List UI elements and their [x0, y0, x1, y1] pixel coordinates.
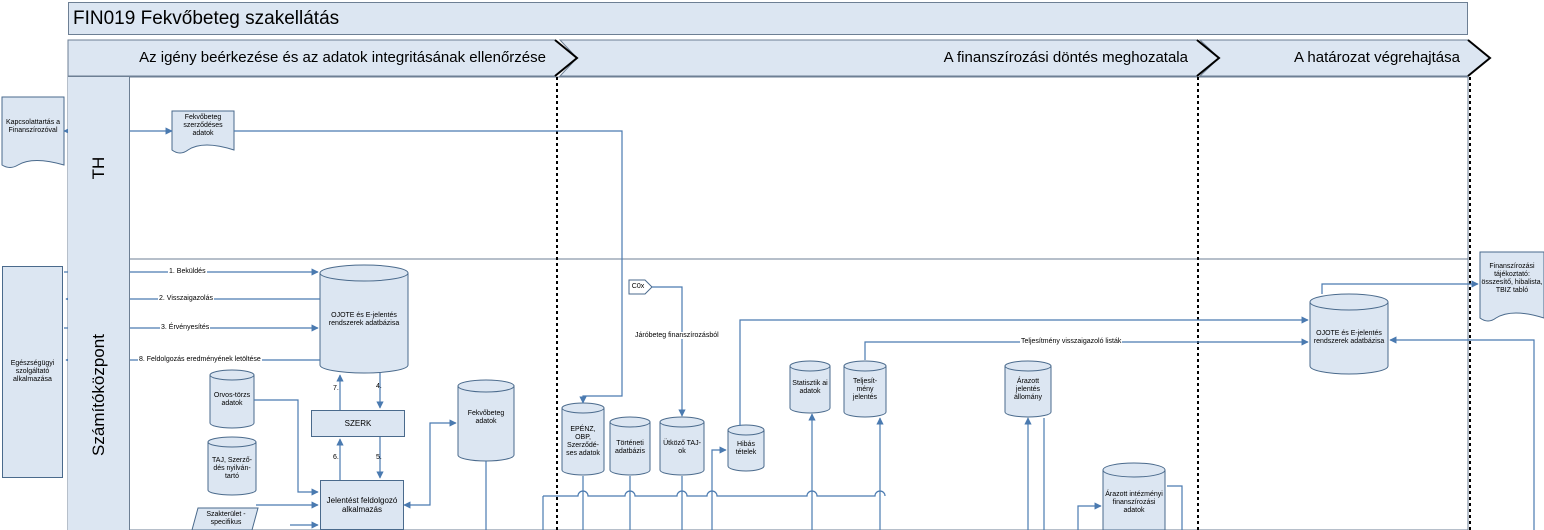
doc-tajekoztato	[1479, 251, 1544, 322]
db-shapes	[207, 264, 1389, 530]
lane-szamitokozpont: Számítóközpont	[68, 259, 130, 530]
lane-th-label: TH	[88, 156, 108, 180]
flow-step-6: 6.	[333, 454, 339, 461]
flow-visszaigazolas: 2. Visszaigazolás	[158, 295, 214, 302]
doc-tajekoztato-label: Finanszírozási tájékoztató: összesítő, h…	[1481, 262, 1543, 295]
flow-bekuldes: 1. Beküldés	[168, 268, 207, 275]
db-hibas: Hibás tételek	[735, 440, 757, 456]
diagram-title: FIN019 Fekvőbeteg szakellátás	[68, 2, 1468, 35]
lane-th: TH	[68, 77, 130, 259]
db-arazott-intezmenyi: Árazott intézményi finanszírozási adatok	[1105, 490, 1163, 515]
flow-feldolgozas: 8. Feldolgozás eredményének letöltése	[138, 356, 262, 363]
phase-3-label: A határozat végrehajtása	[1294, 49, 1460, 66]
external-finanszirozo: Kapcsolattartás a Finanszírozóval	[5, 118, 61, 134]
db-statisztikai: Statisztik ai adatok	[792, 379, 828, 395]
db-epenz: EPÉNZ, OBP, Szerződé-ses adatok	[566, 425, 600, 458]
doc-fekvobeteg-szerzodeses	[171, 110, 235, 154]
lane-frame	[67, 76, 1469, 530]
process-szerk: SZERK	[311, 410, 405, 437]
connector-c0x: C0x	[631, 282, 645, 290]
db-orvostorzs: Orvos-törzs adatok	[213, 391, 251, 407]
doc-finanszirozo-shape	[1, 96, 65, 168]
external-egeszsegugyi: Egészségügyi szolgáltató alkalmazása	[2, 266, 63, 478]
phase-band	[67, 39, 1492, 77]
phase-2-label: A finanszírozási döntés meghozatala	[943, 49, 1188, 66]
doc-szakterulet	[191, 507, 259, 530]
db-ojote-right: OJOTE és E-jelentés rendszerek adatbázis…	[1313, 329, 1385, 345]
process-feldolgozo: Jelentést feldolgozó alkalmazás	[320, 480, 404, 530]
phase-1-label: Az igény beérkezése és az adatok integri…	[139, 49, 546, 66]
db-taj-szerzodes: TAJ, Szerző-dés nyilván-tartó	[212, 456, 252, 481]
flow-step-5: 5.	[376, 454, 382, 461]
flow-teljesitmeny-listak: Teljesítmény visszaigazoló listák	[1020, 338, 1123, 345]
doc-szakterulet-label: Szakterület -specifikus	[206, 510, 246, 526]
db-ojote-main: OJOTE és E-jelentés rendszerek adatbázis…	[328, 311, 400, 327]
flow-jarobeteg: Járóbeteg finanszírozásból	[634, 332, 720, 339]
db-arazott-jelentes: Árazott jelentés állomány	[1013, 377, 1042, 402]
db-utkozo: Ütköző TAJ-ok	[663, 439, 701, 455]
doc-fekvobeteg-szerzodeses-label: Fekvőbeteg szerződéses adatok	[183, 113, 223, 138]
flow-step-4: 4.	[376, 383, 382, 390]
lane-szamitokozpont-label: Számítóközpont	[88, 333, 108, 456]
db-teljesitmeny-jelentes: Teljesít-mény jelentés	[852, 377, 878, 402]
connector-c0x-shape	[628, 279, 653, 295]
flow-ervenyesites: 3. Érvényesítés	[160, 324, 211, 331]
db-torteneti: Történeti adatbázis	[615, 439, 645, 455]
flow-step-7: 7.	[333, 385, 339, 392]
db-fekvobeteg-adatok: Fekvőbeteg adatok	[467, 409, 505, 425]
